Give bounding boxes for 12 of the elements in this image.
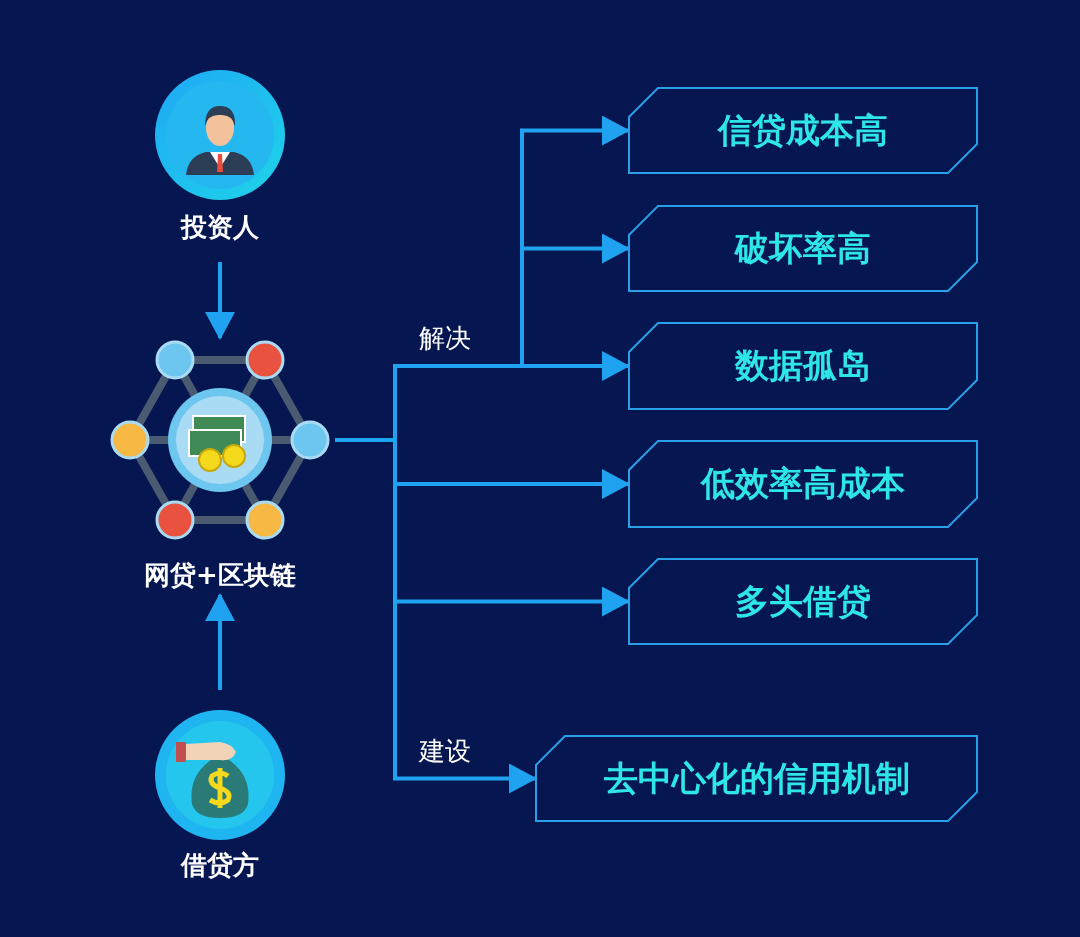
- node-label: 投资人: [179, 211, 260, 244]
- label-box: 信贷成本高: [628, 87, 978, 174]
- node-label: 借贷方: [179, 849, 260, 882]
- node-label: 网贷+区块链: [143, 559, 297, 592]
- arrow: [205, 262, 235, 340]
- label-box: 低效率高成本: [628, 440, 978, 528]
- label-box: 去中心化的信用机制: [535, 735, 978, 822]
- arrow: [205, 593, 235, 690]
- label-box: 破坏率高: [628, 205, 978, 292]
- arrow: [335, 438, 537, 794]
- label-box: 多头借贷: [628, 558, 978, 645]
- label-box: 数据孤岛: [628, 322, 978, 410]
